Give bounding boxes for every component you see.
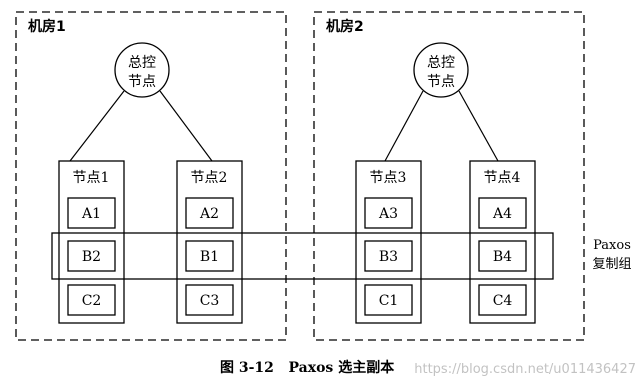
paxos-group-band [51,232,554,280]
replica-box [67,240,116,272]
replica-label: C1 [379,293,399,309]
replica-box [185,240,234,272]
node-1-box [58,160,125,324]
replica-box [364,197,413,229]
controller-1-line2: 节点 [128,74,156,90]
controller-2-line2: 节点 [427,74,455,90]
connector-controller2-node3 [384,90,424,162]
replica-label: C2 [82,293,102,309]
node-1-label: 节点1 [73,170,110,186]
node-4-box [469,160,536,324]
replica-box [185,197,234,229]
node-2-box [176,160,243,324]
room-1-label: 机房1 [28,18,66,35]
replica-box [364,240,413,272]
replica-label: C3 [200,293,220,309]
room-2-label: 机房2 [326,18,364,35]
paxos-group-label-line1: Paxos [593,238,631,253]
figure-caption: 图 3-12 Paxos 选主副本 [220,359,395,376]
room-2-box [313,11,585,341]
replica-label: A3 [378,206,398,222]
replica-box [185,284,234,316]
node-2-label: 节点2 [191,170,228,186]
replica-box [364,284,413,316]
watermark: https://blog.csdn.net/u011436427 [414,362,636,377]
connector-controller1-node2 [159,90,213,162]
replica-label: A2 [199,206,219,222]
replica-label: B4 [493,249,512,265]
connector-controller1-node1 [69,90,125,162]
node-3-box [355,160,422,324]
replica-box [67,197,116,229]
node-4-label: 节点4 [484,170,521,186]
replica-label: B1 [200,249,219,265]
replica-label: C4 [493,293,513,309]
controller-2-circle [413,42,469,98]
paxos-group-label-line2: 复制组 [592,257,631,272]
replica-box [478,240,527,272]
replica-label: A1 [81,206,101,222]
replica-box [67,284,116,316]
room-1-box [15,11,287,341]
controller-1-circle [114,42,170,98]
replica-box [478,197,527,229]
replica-label: A4 [492,206,512,222]
controller-2-line1: 总控 [427,55,455,71]
replica-label: B2 [82,249,101,265]
replica-label: B3 [379,249,398,265]
replica-box [478,284,527,316]
node-3-label: 节点3 [370,170,407,186]
connector-controller2-node4 [458,90,499,162]
controller-1-line1: 总控 [128,55,156,71]
